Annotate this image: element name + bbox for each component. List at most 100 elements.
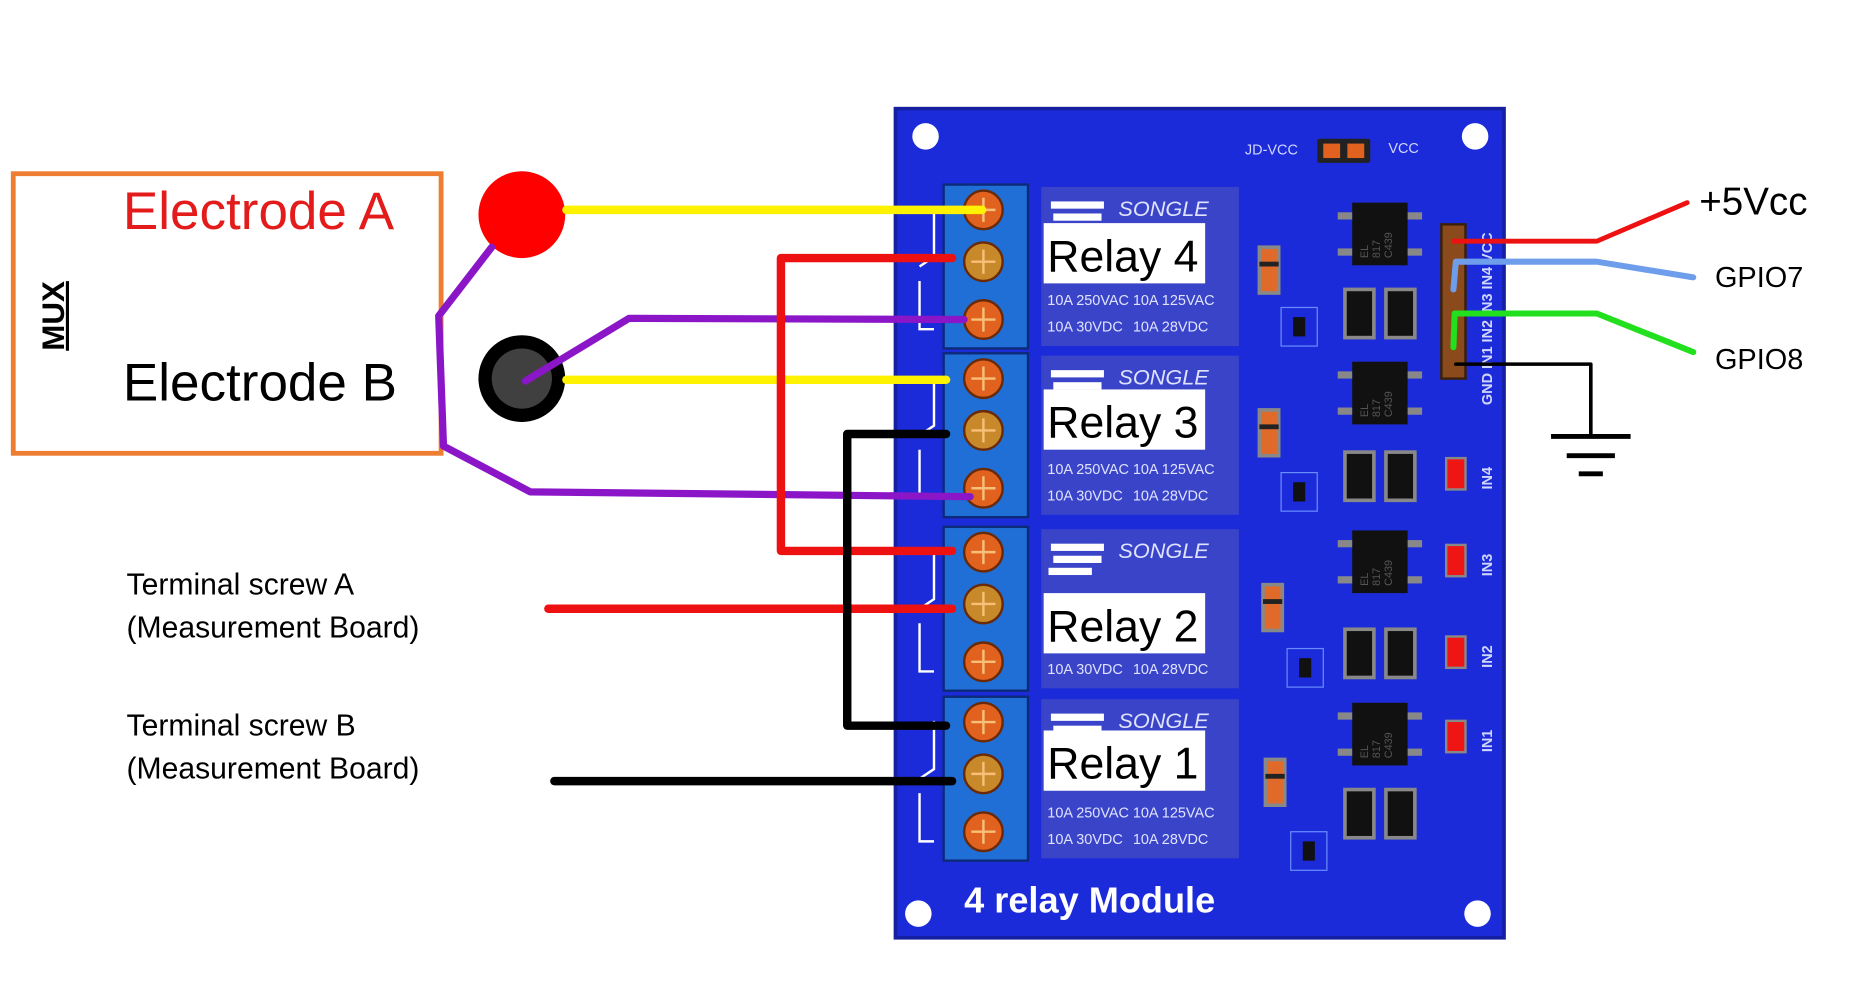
- ic-marking: C439: [1383, 560, 1395, 586]
- board-title: 4 relay Module: [964, 879, 1215, 920]
- relay-brand: SONGLE: [1118, 538, 1209, 563]
- header-pin-labels: GND IN1 IN2 IN3 IN4 VCC: [1480, 232, 1496, 405]
- vcc-label: VCC: [1388, 141, 1419, 157]
- relay-spec: 10A 125VAC: [1133, 293, 1215, 309]
- led-label: IN2: [1480, 645, 1496, 667]
- relay-brand: SONGLE: [1118, 196, 1209, 221]
- ic-marking: EL: [1359, 745, 1371, 758]
- relay-spec: 10A 28VDC: [1133, 320, 1209, 336]
- relay-spec: 10A 250VAC: [1047, 293, 1129, 309]
- mux-label: MUX: [36, 281, 71, 351]
- screw-slot: [971, 649, 996, 674]
- gpio8-label: GPIO8: [1715, 344, 1803, 376]
- diode: [1343, 627, 1376, 680]
- transistor: [1280, 306, 1318, 347]
- ic-marking: 817: [1371, 399, 1383, 417]
- screw-slot: [971, 249, 996, 274]
- relay-spec: 10A 30VDC: [1047, 488, 1123, 504]
- screw-slot: [971, 540, 996, 565]
- wire-gpio8: [1450, 310, 1697, 356]
- mount-hole: [1461, 123, 1489, 150]
- jd-vcc-jumper[interactable]: [1317, 138, 1371, 163]
- relay-spec: 10A 30VDC: [1047, 832, 1123, 848]
- status-led-icon: [1444, 635, 1467, 670]
- songle-logo-icon: [1050, 543, 1104, 551]
- relay-label: Relay 2: [1047, 602, 1198, 651]
- mux-box: [10, 171, 444, 456]
- gpio7-label: GPIO7: [1715, 262, 1803, 294]
- resistor: [1257, 245, 1281, 295]
- terminal-b-sublabel: (Measurement Board): [127, 753, 420, 786]
- relay-spec: 10A 250VAC: [1047, 462, 1129, 478]
- diode: [1343, 450, 1376, 503]
- transistor: [1286, 647, 1324, 688]
- relay-symbol: [918, 720, 936, 843]
- status-led-icon: [1444, 543, 1467, 578]
- ic-marking: EL: [1359, 245, 1371, 258]
- wire-black-bridge: [843, 429, 951, 730]
- diode: [1343, 787, 1376, 840]
- diode: [1343, 287, 1376, 340]
- relay-spec: 10A 125VAC: [1133, 805, 1215, 821]
- relay-spec: 10A 125VAC: [1133, 462, 1215, 478]
- input-header[interactable]: [1440, 223, 1467, 380]
- transistor: [1290, 831, 1328, 871]
- electrode-b-label: Electrode B: [123, 353, 397, 412]
- led-label: IN1: [1480, 730, 1496, 753]
- resistor: [1261, 582, 1285, 633]
- led-label: IN3: [1480, 554, 1496, 577]
- terminal-a-sublabel: (Measurement Board): [127, 612, 420, 645]
- wires: [435, 200, 1697, 786]
- relay-label-box: [1043, 593, 1206, 654]
- electrode-a: [478, 171, 566, 259]
- transistor-body: [1293, 317, 1306, 337]
- terminal-a-label: Terminal screw A: [127, 568, 355, 601]
- ic-marking: 817: [1371, 568, 1383, 586]
- screw-slot: [971, 418, 996, 443]
- relay-label-box: [1043, 223, 1206, 284]
- ic-marking: C439: [1383, 391, 1395, 417]
- songle-logo-icon: [1053, 382, 1102, 390]
- relay-label: Relay 1: [1047, 740, 1198, 789]
- songle-logo-icon: [1050, 201, 1104, 209]
- songle-logo-icon: [1053, 725, 1102, 733]
- jd-vcc-label: JD-VCC: [1245, 142, 1298, 158]
- diode: [1384, 450, 1417, 503]
- wire-red-bridge: [776, 253, 957, 556]
- wire-purple-mux-a: [435, 243, 974, 501]
- status-led-icon: [1444, 456, 1467, 491]
- songle-logo-icon: [1053, 213, 1102, 221]
- diode: [1384, 787, 1417, 840]
- terminal-b-label: Terminal screw B: [127, 709, 356, 742]
- transistor: [1280, 471, 1318, 512]
- screw-slot: [971, 307, 996, 332]
- led-label: IN4: [1480, 467, 1496, 490]
- resistor: [1257, 408, 1281, 458]
- screw-slot: [971, 710, 996, 735]
- wire-5vcc: [1451, 200, 1690, 244]
- diode: [1384, 287, 1417, 340]
- transistor-body: [1299, 658, 1312, 678]
- electrode-a-label: Electrode A: [123, 182, 395, 241]
- wire-gnd: [1454, 362, 1593, 436]
- electrode-b-core: [491, 348, 552, 409]
- mux-block: MUX Electrode A Electrode B: [10, 171, 444, 456]
- relay-spec: 10A 28VDC: [1133, 488, 1209, 504]
- relay-spec: 10A 250VAC: [1047, 805, 1129, 821]
- mount-hole: [1464, 900, 1491, 927]
- relay-spec: 10A 30VDC: [1047, 662, 1123, 678]
- songle-logo-icon: [1050, 713, 1104, 721]
- ic-marking: C439: [1383, 732, 1395, 758]
- relay-brand: SONGLE: [1118, 708, 1209, 733]
- songle-logo-icon: [1053, 555, 1102, 563]
- ic-marking: 817: [1371, 240, 1383, 258]
- power-label: +5Vcc: [1699, 181, 1807, 224]
